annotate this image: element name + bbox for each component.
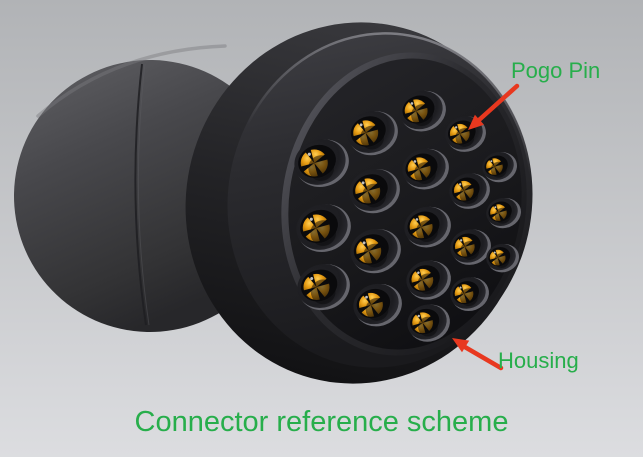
pogo-pin: [449, 173, 490, 209]
pogo-pin-crown: [358, 292, 389, 321]
pogo-pin-crown: [490, 204, 511, 224]
pogo-pin-crown: [404, 99, 433, 126]
pogo-pin-label: Pogo Pin: [511, 58, 601, 83]
housing-arrow: [452, 338, 504, 371]
pogo-pin-crown: [355, 178, 386, 208]
pogo-pin-crown: [411, 268, 439, 295]
pogo-pin: [399, 90, 446, 132]
pogo-pin-crown: [356, 238, 387, 268]
pogo-pin-arrow: [468, 83, 520, 130]
pogo-pin-crown: [454, 284, 478, 307]
pogo-pin: [486, 243, 520, 273]
pogo-pin: [406, 260, 451, 300]
barrel-seam-line: [134, 63, 147, 326]
pogo-pin-crown: [302, 214, 336, 246]
pogo-pin-crown: [454, 236, 480, 260]
pogo-pin: [486, 197, 522, 229]
pogo-pin-crown: [453, 180, 479, 204]
annotation-arrows: [452, 83, 520, 371]
pogo-pin-crown: [409, 215, 438, 242]
pogo-pin: [482, 151, 518, 183]
pogo-pin-crown: [407, 157, 436, 184]
pogo-pin-crown: [489, 249, 510, 268]
pogo-pin: [402, 148, 449, 190]
barrel-top-highlight: [36, 44, 227, 118]
housing-rim-highlight: [227, 32, 533, 368]
barrel-seam-highlight: [137, 63, 150, 326]
pogo-pin: [297, 264, 350, 311]
housing-label: Housing: [498, 348, 579, 373]
pogo-pin-crown: [449, 123, 475, 147]
pogo-pin: [296, 204, 351, 253]
pogo-pin: [404, 206, 451, 248]
pogo-pin: [407, 304, 450, 342]
pogo-pin-crown: [300, 149, 334, 181]
pogo-pin-crown: [486, 158, 507, 178]
pogo-pin: [347, 110, 398, 156]
pogo-pin: [349, 168, 400, 214]
pogo-pin-crown: [303, 273, 336, 305]
figure-caption: Connector reference scheme: [134, 406, 509, 438]
pogo-pin: [294, 139, 349, 188]
pogo-pin: [353, 283, 402, 327]
pogo-pin: [450, 229, 491, 265]
pogo-pin-crown: [353, 120, 384, 150]
pogo-pin-crown: [412, 312, 438, 337]
pogo-pin: [450, 277, 489, 311]
pogo-pin: [350, 228, 401, 274]
